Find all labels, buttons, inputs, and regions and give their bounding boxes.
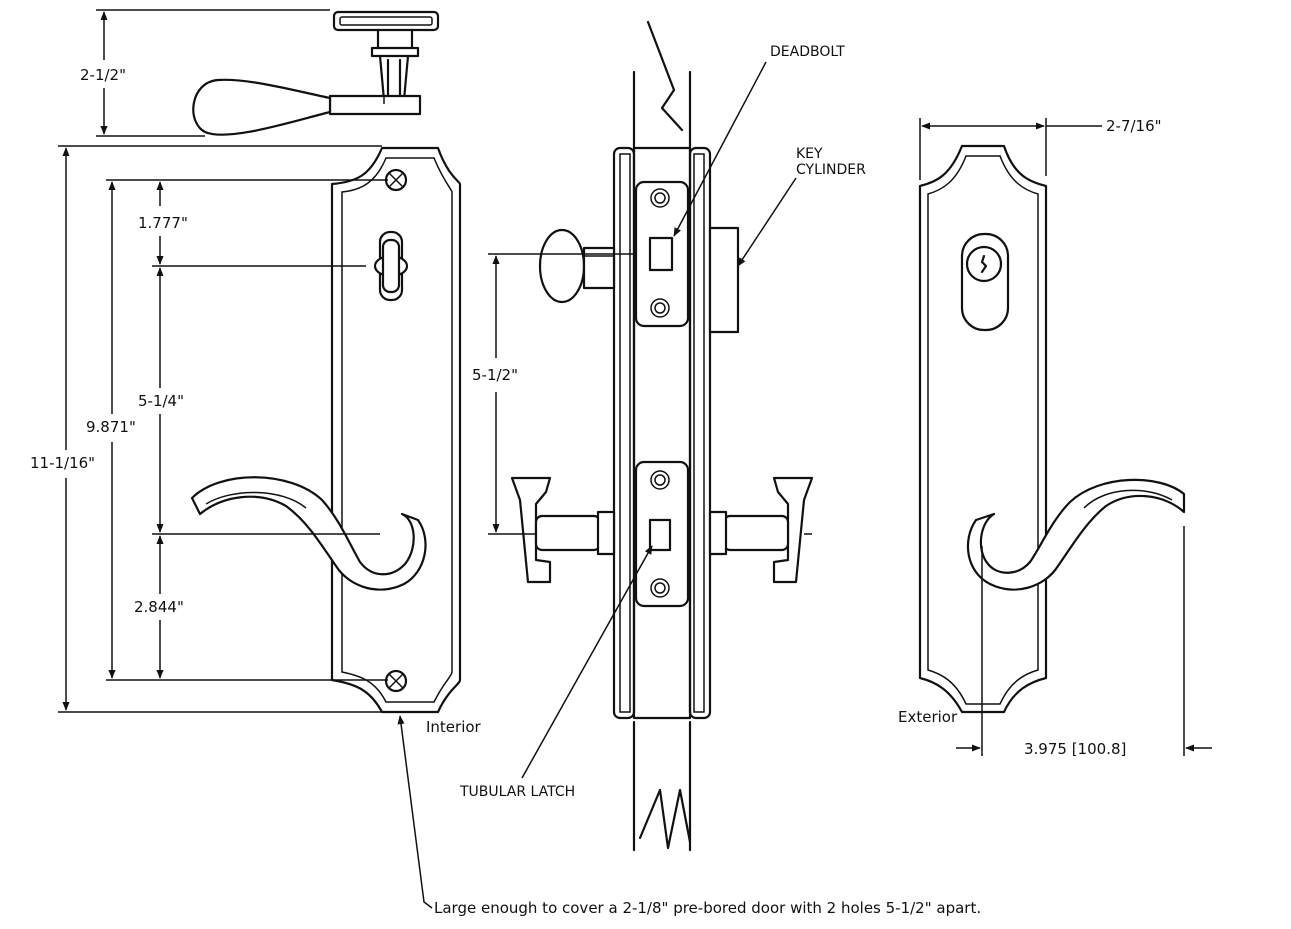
label-key-cylinder-1: KEY	[796, 146, 823, 162]
dim-lever-length: 3.975 [100.8]	[1024, 740, 1126, 758]
dim-overall-height: 11-1/16"	[30, 454, 95, 472]
note-leader	[397, 715, 433, 909]
exterior-lever	[966, 478, 1186, 591]
dim-screw-spacing: 9.871"	[86, 418, 136, 436]
dim-lever-projection: 2-1/2"	[80, 66, 126, 84]
exterior-plate	[918, 144, 1186, 714]
bottom-screw	[384, 669, 408, 693]
interior-lever	[190, 476, 427, 591]
exterior-dimensions: 2-7/16" 3.975 [100.8]	[919, 117, 1212, 758]
lever-side-view	[192, 10, 440, 136]
callouts: DEADBOLT KEY CYLINDER TUBULAR LATCH	[459, 44, 866, 800]
dim-turn-to-lever: 5-1/4"	[138, 392, 184, 410]
door-section-view: 5-1/2"	[472, 20, 814, 852]
dimension-lever-projection: 2-1/2"	[80, 9, 330, 137]
dim-plate-width: 2-7/16"	[1106, 117, 1162, 135]
label-tubular-latch: TUBULAR LATCH	[459, 784, 575, 800]
label-exterior: Exterior	[898, 708, 958, 726]
dim-lever-to-bottom-screw: 2.844"	[134, 598, 184, 616]
interior-dimensions: 11-1/16" 9.871" 1.777" 5-1/4" 2.844"	[30, 145, 388, 713]
interior-plate	[190, 146, 462, 714]
dim-top-screw-to-turn: 1.777"	[138, 214, 188, 232]
label-interior: Interior	[426, 718, 482, 736]
top-screw	[384, 168, 408, 192]
label-key-cylinder-2: CYLINDER	[796, 162, 866, 178]
note-text: Large enough to cover a 2-1/8" pre-bored…	[434, 899, 981, 917]
thumb-turn	[373, 230, 409, 302]
dim-hole-spacing: 5-1/2"	[472, 366, 518, 384]
label-deadbolt: DEADBOLT	[770, 44, 845, 60]
